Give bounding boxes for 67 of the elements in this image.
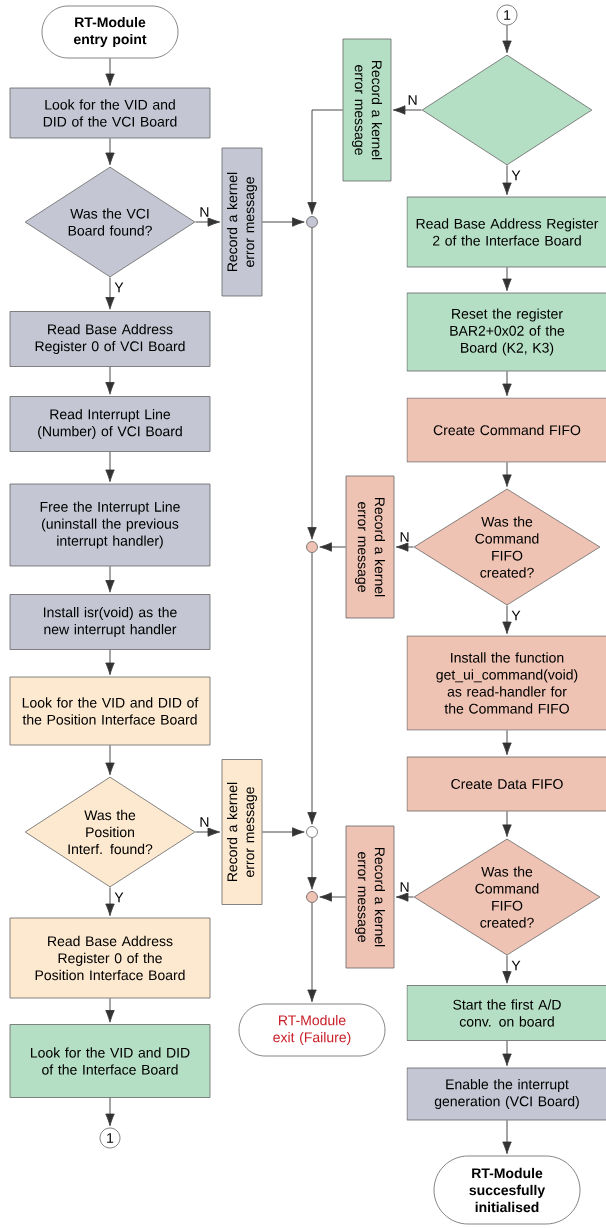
- arrow: [502, 1119, 512, 1155]
- arrow: [194, 827, 221, 837]
- arrow: [105, 137, 115, 166]
- process-box: Free the Interrupt Line (uninstall the previous interrupt handler): [9, 483, 211, 567]
- process-box: Enable the interrupt generation (VCI Board): [406, 1067, 606, 1121]
- edge-label: N: [398, 531, 411, 543]
- edge-label: Y: [113, 281, 125, 294]
- process-box: Record a kernel error message: [221, 759, 263, 905]
- process-box: Read Interrupt Line (Number) of VCI Board: [9, 396, 211, 452]
- edge-label: Y: [510, 959, 522, 972]
- process-box: Install isr(void) as the new interrupt handler: [9, 594, 211, 650]
- edge-label: N: [398, 881, 411, 893]
- arrow: [105, 744, 115, 776]
- process-box: Create Command FIFO: [406, 397, 606, 463]
- edge-label: Y: [113, 891, 125, 904]
- edge-label: N: [198, 206, 211, 218]
- arrow: [392, 105, 423, 115]
- arrow: [261, 217, 305, 227]
- arrow: [105, 1097, 115, 1127]
- arrow: [319, 542, 347, 552]
- process-box: Look for the VID and DID of the VCI Board: [9, 87, 211, 139]
- arrow: [261, 827, 305, 837]
- arrow: [395, 542, 415, 552]
- arrow: [319, 892, 347, 902]
- arrow: [502, 605, 512, 635]
- process-box: Read Base Address Register 0 of VCI Board: [9, 311, 211, 367]
- edge-label: Y: [510, 169, 522, 182]
- arrow: [502, 461, 512, 487]
- arrow: [395, 892, 415, 902]
- arrow: [502, 164, 512, 196]
- arrow: [105, 886, 115, 917]
- arrow: [105, 451, 115, 483]
- arrow: [502, 810, 512, 837]
- process-box: Look for the VID and DID of the Interface Board: [9, 1024, 211, 1098]
- decision-diamond: [421, 54, 593, 166]
- arrow: [307, 227, 317, 540]
- arrow: [307, 837, 317, 890]
- process-box: Create Data FIFO: [406, 756, 606, 812]
- process-box: Record a kernel error message: [342, 38, 392, 182]
- arrow: [502, 955, 512, 984]
- edge-label: N: [198, 816, 211, 828]
- arrow: [105, 366, 115, 395]
- process-box: Record a kernel error message: [221, 147, 263, 297]
- arrow: [502, 1040, 512, 1067]
- process-box: Record a kernel error message: [345, 475, 395, 619]
- arrow: [105, 997, 115, 1023]
- process-box: Install the function get_ui_command(void) as read-handler for the Command FIFO: [406, 635, 606, 731]
- arrow: [502, 370, 512, 397]
- arrow: [502, 266, 512, 292]
- arrow: [105, 565, 115, 593]
- process-box: Read Base Address Register 0 of the Position Interface Board: [9, 917, 211, 999]
- process-box: Record a kernel error message: [345, 825, 395, 969]
- arrow: [194, 217, 221, 227]
- arrow: [502, 24, 512, 54]
- arrow: [307, 902, 317, 1003]
- arrow: [502, 729, 512, 756]
- arrow: [307, 552, 317, 825]
- arrow: [105, 649, 115, 676]
- edge-label: Y: [510, 609, 522, 622]
- arrow: [105, 57, 115, 87]
- edge-label: N: [406, 94, 419, 106]
- arrow: [105, 276, 115, 310]
- arrow: [307, 109, 344, 215]
- process-box: Start the first A/D conv. on board: [406, 985, 606, 1041]
- process-box: Reset the register BAR2+0x02 of the Board (K2, K3): [406, 292, 606, 372]
- process-box: Look for the VID and DID of the Position Interface Board: [9, 676, 211, 746]
- process-box: Read Base Address Register 2 of the Interface Board: [406, 196, 606, 268]
